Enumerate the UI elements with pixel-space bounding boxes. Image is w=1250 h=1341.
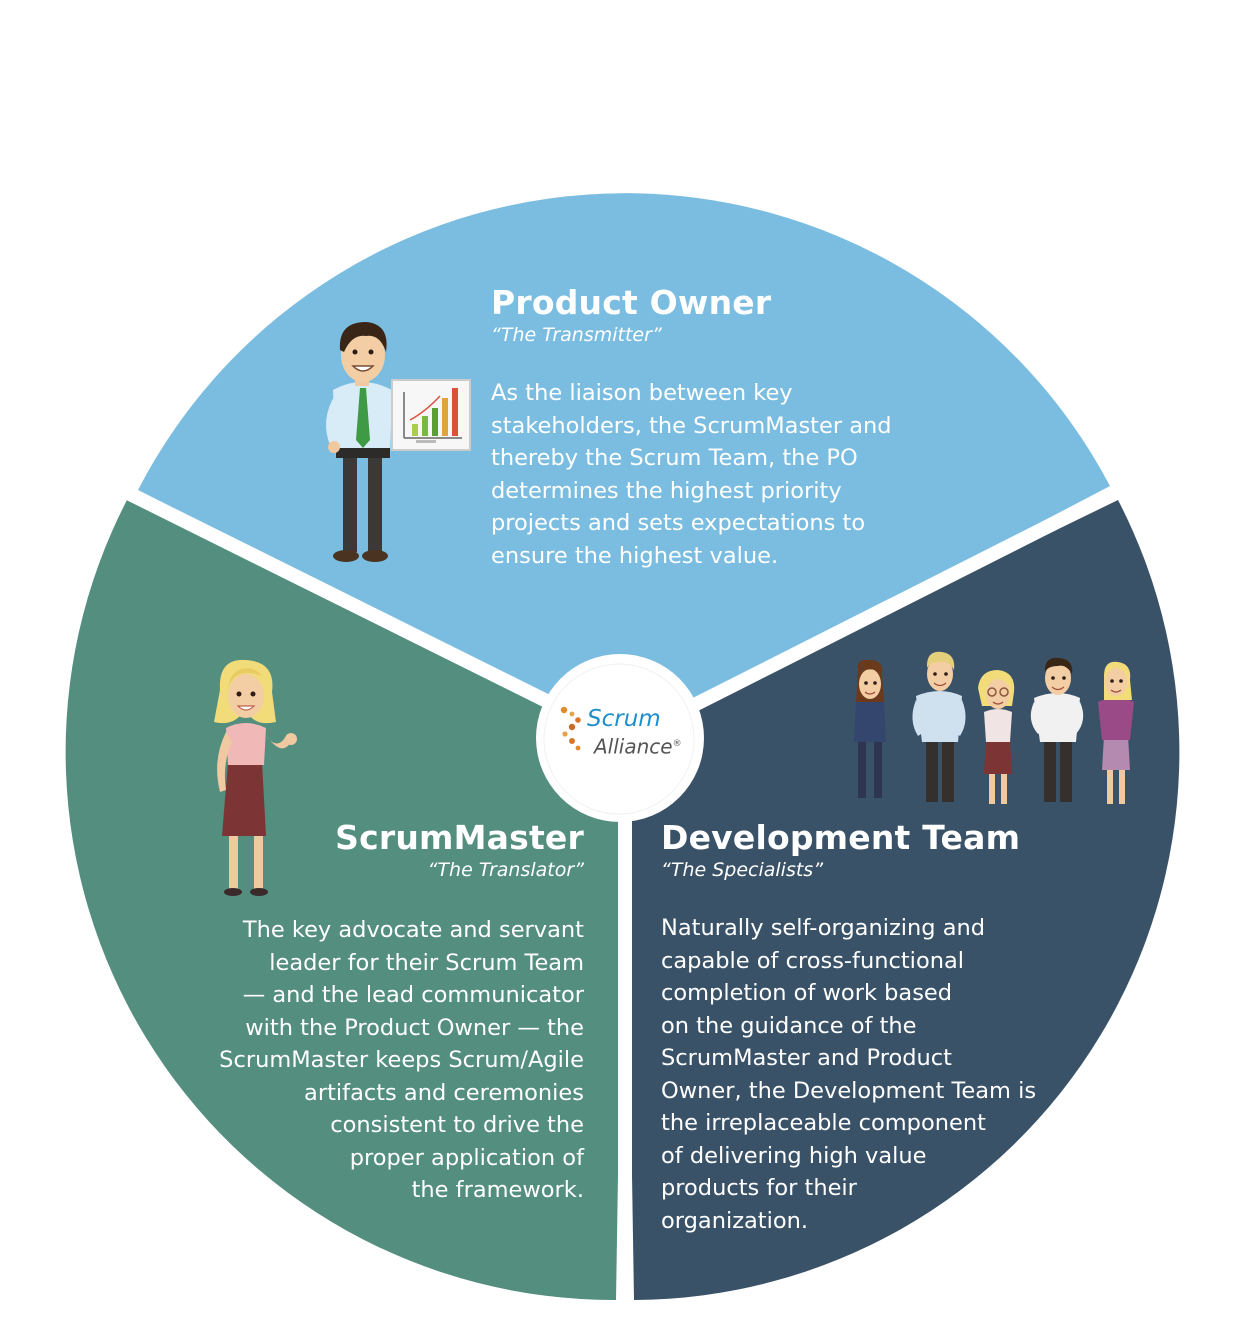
center-hub-inner: [543, 663, 695, 815]
scrum-master-title: ScrumMaster: [335, 818, 584, 857]
waving-woman-icon: [214, 659, 297, 896]
description-line: As the liaison between key: [491, 380, 793, 406]
description-line: projects and sets expectations to: [491, 510, 866, 536]
description-line: Naturally self-organizing and: [661, 915, 986, 941]
scrum-alliance-logo-icon: Scrum Alliance®: [544, 664, 694, 814]
description-line: the framework.: [411, 1177, 584, 1203]
description-line: capable of cross-functional: [661, 947, 965, 974]
development-team-block: Development Team “The Specialists” Natur…: [661, 818, 1081, 1237]
product-owner-block: Product Owner “The Transmitter” As the l…: [491, 283, 931, 572]
scrum-master-subtitle: “The Translator”: [427, 859, 584, 881]
description-line: on the guidance of the: [661, 1012, 917, 1039]
development-team-title: Development Team: [661, 818, 1021, 857]
team-group-icon: [854, 651, 1134, 804]
development-team-subtitle: “The Specialists”: [661, 859, 824, 881]
description-line: ensure the highest value.: [491, 542, 779, 569]
scrum-master-description: The key advocate and servant leader for …: [164, 914, 584, 1207]
description-line: the irreplaceable component: [661, 1110, 986, 1136]
description-line: determines the highest priority: [491, 477, 842, 504]
description-line: stakeholders, the ScrumMaster and: [491, 412, 892, 439]
divider-left: [126, 487, 629, 747]
scrum-master-block: ScrumMaster “The Translator” The key adv…: [164, 818, 584, 1207]
description-line: — and the lead communicator: [242, 982, 584, 1008]
description-line: ScrumMaster and Product: [661, 1045, 952, 1071]
logo-alliance-text: Alliance®: [594, 734, 682, 759]
description-line: organization.: [661, 1207, 809, 1234]
presenter-man-icon: [326, 322, 407, 562]
product-owner-description: As the liaison between key stakeholders,…: [491, 377, 931, 572]
description-line: completion of work based: [661, 980, 953, 1006]
chart-board-icon: [391, 379, 471, 451]
logo-dots-icon: [560, 706, 581, 751]
description-line: leader for their Scrum Team: [269, 949, 584, 976]
description-line: artifacts and ceremonies: [304, 1079, 584, 1106]
description-line: products for their: [661, 1175, 857, 1201]
description-line: The key advocate and servant: [242, 917, 584, 943]
product-owner-title: Product Owner: [491, 283, 772, 322]
description-line: Owner, the Development Team is: [661, 1077, 1037, 1104]
logo-scrum-text: Scrum: [587, 706, 661, 732]
description-line: ScrumMaster keeps Scrum/Agile: [219, 1047, 584, 1073]
description-line: proper application of: [349, 1144, 584, 1171]
description-line: with the Product Owner — the: [245, 1014, 584, 1041]
development-team-description: Naturally self-organizing and capable of…: [661, 912, 1081, 1237]
scrum-master-sector: [65, 500, 625, 1301]
description-line: of delivering high value: [661, 1142, 927, 1169]
product-owner-subtitle: “The Transmitter”: [491, 324, 662, 346]
description-line: thereby the Scrum Team, the PO: [491, 445, 858, 471]
description-line: consistent to drive the: [330, 1112, 584, 1138]
divider-right: [621, 485, 1120, 747]
